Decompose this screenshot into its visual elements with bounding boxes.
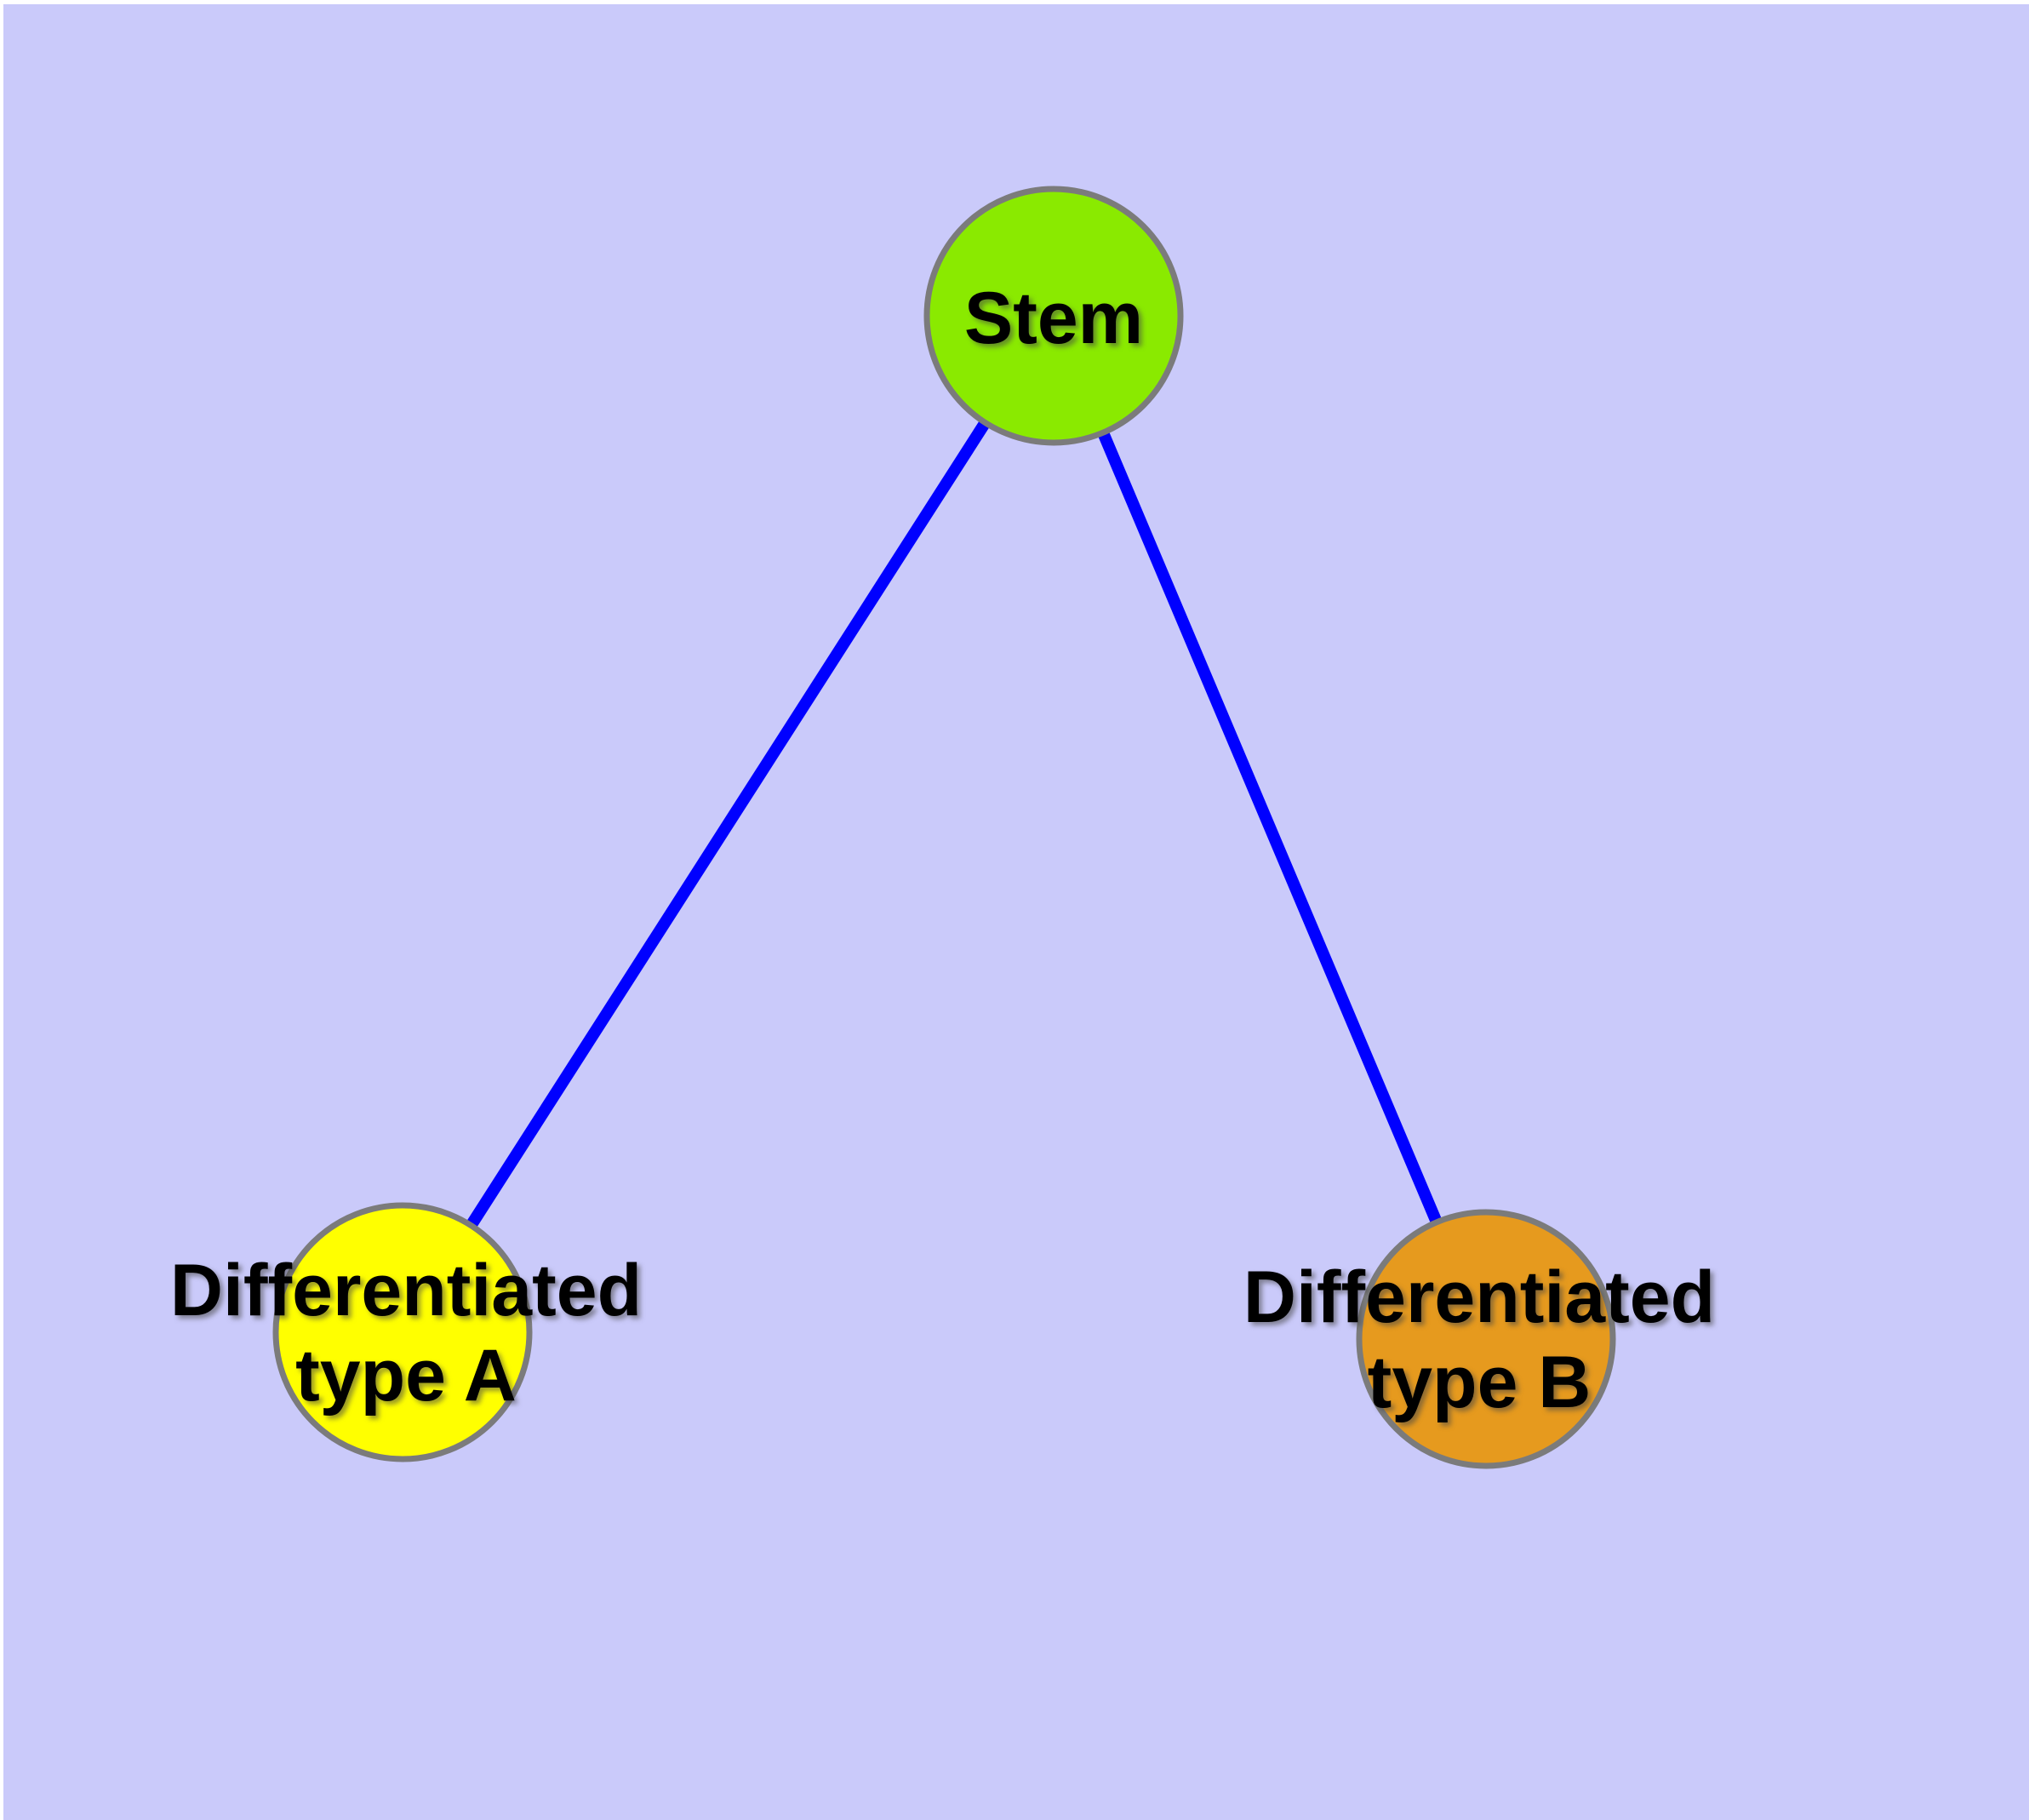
node-type-a-label-line2: type A [295,1335,517,1417]
node-differentiated-type-b: Differentiated type B [1243,1209,1715,1469]
edges [397,312,1492,1342]
edge-stem-to-type-a [397,312,1059,1336]
node-type-a-label-line1: Differentiated [170,1250,642,1331]
node-type-a-circle [272,1202,533,1462]
node-stem: Stem [923,186,1184,446]
edge-stem-to-type-b [1048,313,1492,1342]
node-type-b-label-line2: type B [1368,1342,1592,1423]
node-type-b-circle [1356,1209,1616,1469]
node-differentiated-type-a: Differentiated type A [170,1202,642,1462]
node-type-b-label-line1: Differentiated [1243,1256,1715,1338]
node-stem-label: Stem [964,278,1143,359]
node-stem-circle [923,186,1184,446]
